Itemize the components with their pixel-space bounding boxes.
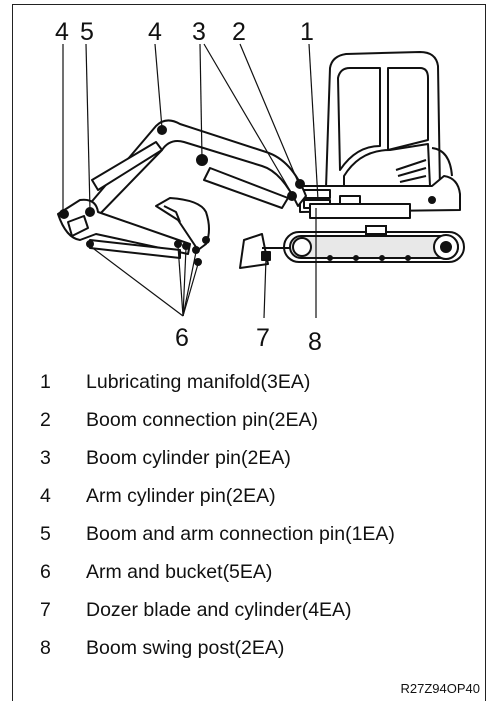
legend-text: Arm and bucket(5EA) <box>86 560 273 583</box>
legend-number: 7 <box>40 598 51 621</box>
legend-item: 2 Boom connection pin(2EA) <box>40 401 480 439</box>
legend-item: 7 Dozer blade and cylinder(4EA) <box>40 591 480 629</box>
figure-code: R27Z94OP40 <box>400 681 481 696</box>
excavator-diagram: 4 5 4 3 2 1 6 7 8 <box>55 18 465 356</box>
upper-structure <box>299 147 461 219</box>
legend-item: 8 Boom swing post(2EA) <box>40 629 480 667</box>
callout-5: 5 <box>80 18 94 46</box>
legend-text: Lubricating manifold(3EA) <box>86 370 311 393</box>
callout-7: 7 <box>256 324 270 352</box>
legend-item: 3 Boom cylinder pin(2EA) <box>40 439 480 477</box>
callout-2: 2 <box>232 18 246 46</box>
legend-number: 5 <box>40 522 51 545</box>
figure-frame <box>12 4 486 701</box>
callout-1: 1 <box>300 18 314 46</box>
callout-8: 8 <box>308 328 322 356</box>
legend-text: Boom swing post(2EA) <box>86 636 285 659</box>
legend-text: Arm cylinder pin(2EA) <box>86 484 276 507</box>
excavator-cab <box>325 51 441 191</box>
leader-lines <box>62 43 319 319</box>
legend-text: Boom and arm connection pin(1EA) <box>86 522 395 545</box>
callout-3: 3 <box>192 18 206 46</box>
dozer-blade <box>239 233 290 269</box>
legend-number: 1 <box>40 370 51 393</box>
legend-item: 4 Arm cylinder pin(2EA) <box>40 477 480 515</box>
legend-text: Boom connection pin(2EA) <box>86 408 318 431</box>
arm <box>57 141 191 259</box>
legend-number: 8 <box>40 636 51 659</box>
legend-number: 3 <box>40 446 51 469</box>
track-undercarriage <box>283 225 465 263</box>
legend-text: Dozer blade and cylinder(4EA) <box>86 598 352 621</box>
callout-6: 6 <box>175 324 189 352</box>
legend-number: 2 <box>40 408 51 431</box>
legend-list: 1 Lubricating manifold(3EA) 2 Boom conne… <box>40 363 480 667</box>
legend-number: 6 <box>40 560 51 583</box>
boom <box>87 119 307 219</box>
legend-item: 1 Lubricating manifold(3EA) <box>40 363 480 401</box>
legend-number: 4 <box>40 484 51 507</box>
legend-item: 6 Arm and bucket(5EA) <box>40 553 480 591</box>
callout-4-mid: 4 <box>148 18 162 46</box>
legend-text: Boom cylinder pin(2EA) <box>86 446 291 469</box>
legend-item: 5 Boom and arm connection pin(1EA) <box>40 515 480 553</box>
callout-4-left: 4 <box>55 18 69 46</box>
